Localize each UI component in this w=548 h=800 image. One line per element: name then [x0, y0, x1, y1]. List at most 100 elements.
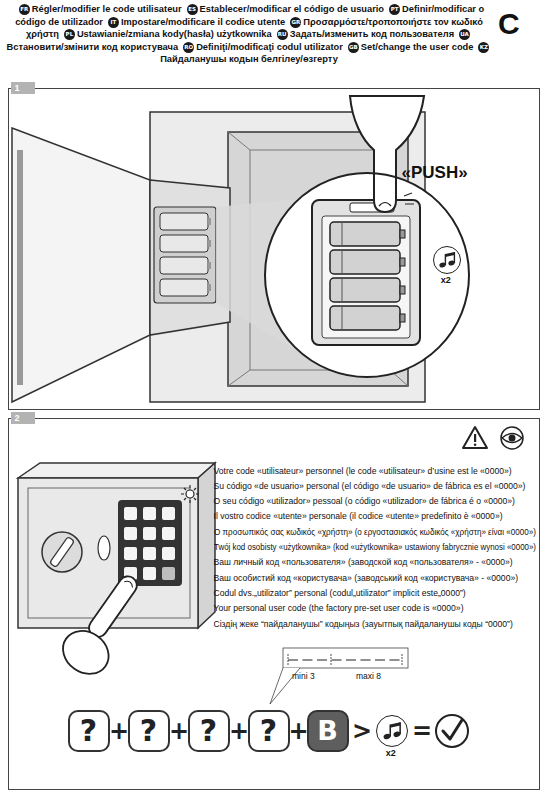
code-length-bracket: [288, 659, 400, 660]
language-title: Пайдаланушы кодын белгілеу/өзгерту: [160, 54, 338, 64]
language-code: FR: [19, 4, 30, 15]
battery-compartment-detail: [400, 230, 405, 238]
operator-symbol: =: [410, 716, 434, 746]
battery-compartment-detail: [400, 286, 405, 294]
zoom-circle: «PUSH»: [264, 172, 470, 378]
code-length-bracket: [270, 648, 408, 704]
keypad: [124, 527, 137, 540]
language-code: UA: [459, 29, 470, 40]
instruction-text: Su código «de usuario» personal (el códi…: [214, 481, 526, 492]
check-symbol: [443, 720, 462, 739]
length-limit: mini 3: [292, 671, 315, 681]
pressing-finger: [379, 203, 391, 207]
language-title: Establecer/modificar el código de usuari…: [200, 4, 384, 14]
note-symbol: [439, 252, 456, 268]
battery-compartment-detail: [312, 200, 420, 345]
language-code: ES: [187, 4, 198, 15]
indicator-light: [181, 485, 199, 503]
code-key: ?: [188, 710, 230, 752]
instruction-text: Сіздің жеке “пайдаланушы” кодыңыз (зауыт…: [214, 619, 513, 630]
battery-compartment-detail: [330, 222, 400, 246]
battery-compartment: [160, 235, 208, 252]
language-title: Régler/modifier le code utilisateur: [32, 4, 182, 14]
repeat-count: x2: [426, 275, 466, 286]
key-symbol: ?: [250, 712, 288, 750]
battery-compartment: [154, 207, 216, 303]
language-code: GB: [348, 42, 359, 53]
multilingual-title: FRRégler/modifier le code utilisateur ESE…: [4, 3, 494, 66]
instruction-text: Il vostro codice «utente» personale (il …: [214, 511, 503, 522]
battery-compartment-detail: [312, 200, 420, 345]
instruction-text: O seu código «utilizador» pessoal (o cód…: [214, 496, 515, 507]
length-limit: maxi 8: [356, 671, 381, 681]
open-safe: [12, 128, 150, 402]
push-label: «PUSH»: [402, 163, 468, 183]
language-code: GR: [290, 17, 301, 28]
instruction-text: Ваш особистий код «користувача» (заводсь…: [214, 573, 519, 584]
operator-symbol: +: [227, 716, 251, 746]
instruction-text: Twój kod osobisty «użytkownika» (kod «uż…: [214, 542, 536, 553]
instruction-text: Codul dvs.„utilizator” personal (codul„u…: [214, 588, 466, 599]
keypad: [118, 500, 182, 586]
eye-symbol: [501, 427, 523, 449]
closed-safe: [198, 463, 215, 628]
language-code: RO: [183, 42, 194, 53]
closed-safe: [50, 537, 75, 568]
operator-symbol: +: [107, 716, 131, 746]
battery-compartment-detail: [342, 222, 343, 330]
code-key: ?: [248, 710, 290, 752]
key-symbol: ?: [190, 712, 228, 750]
language-code: PT: [389, 4, 400, 15]
indicator-light: [181, 485, 199, 503]
check-symbol: [436, 715, 468, 747]
code-length-bracket: [288, 654, 402, 666]
instruction-panel: 2Votre code «utilisateur» personnel (le …: [8, 418, 540, 790]
eye-symbol: [509, 435, 516, 442]
operator-symbol: >: [350, 716, 374, 746]
code-length-bracket: [283, 648, 408, 668]
instruction-panel: 1«PUSH»x2: [8, 88, 540, 410]
battery-compartment: [154, 207, 216, 303]
section-letter: C: [498, 8, 520, 40]
language-code: RU: [277, 29, 288, 40]
battery-compartment-detail: [330, 250, 400, 274]
pressing-hand: [85, 573, 140, 641]
sound-signal: x2: [433, 246, 461, 274]
battery-compartment: [208, 240, 211, 247]
language-code: PL: [64, 29, 75, 40]
code-key: ?: [68, 710, 110, 752]
pressing-finger: [350, 96, 424, 212]
battery-compartment: [160, 257, 208, 274]
key-symbol: ?: [130, 712, 168, 750]
keypad: [162, 527, 175, 540]
keypad: [162, 567, 175, 580]
eye-symbol: [501, 427, 523, 449]
instruction-text: Ваш личный код «пользователя» (заводской…: [214, 557, 513, 568]
battery-compartment: [160, 213, 208, 230]
sound-signal: x2: [376, 715, 408, 747]
closed-safe: [42, 532, 82, 572]
instruction-text: Your personal user code (the factory pre…: [214, 603, 464, 614]
language-title: Встановити/змінити код користувача: [7, 42, 179, 52]
warning-symbol: [463, 427, 487, 448]
warning-symbol: [474, 444, 477, 447]
battery-compartment-detail: [330, 278, 400, 302]
zoom-background: [265, 173, 469, 377]
pressing-hand: [55, 622, 117, 682]
battery-compartment-detail: [330, 306, 400, 330]
operator-symbol: +: [167, 716, 191, 746]
battery-compartment: [160, 279, 208, 296]
battery-compartment: [208, 284, 211, 291]
keypad: [162, 547, 175, 560]
key-symbol: ?: [70, 712, 108, 750]
battery-compartment: [208, 218, 211, 225]
step-number: 2: [11, 412, 35, 424]
operator-symbol: +: [287, 716, 311, 746]
sound-ring-background: [377, 716, 407, 746]
keypad: [162, 507, 175, 520]
note-symbol: [383, 722, 401, 740]
pressing-hand: [124, 579, 134, 587]
keypad: [124, 547, 137, 560]
